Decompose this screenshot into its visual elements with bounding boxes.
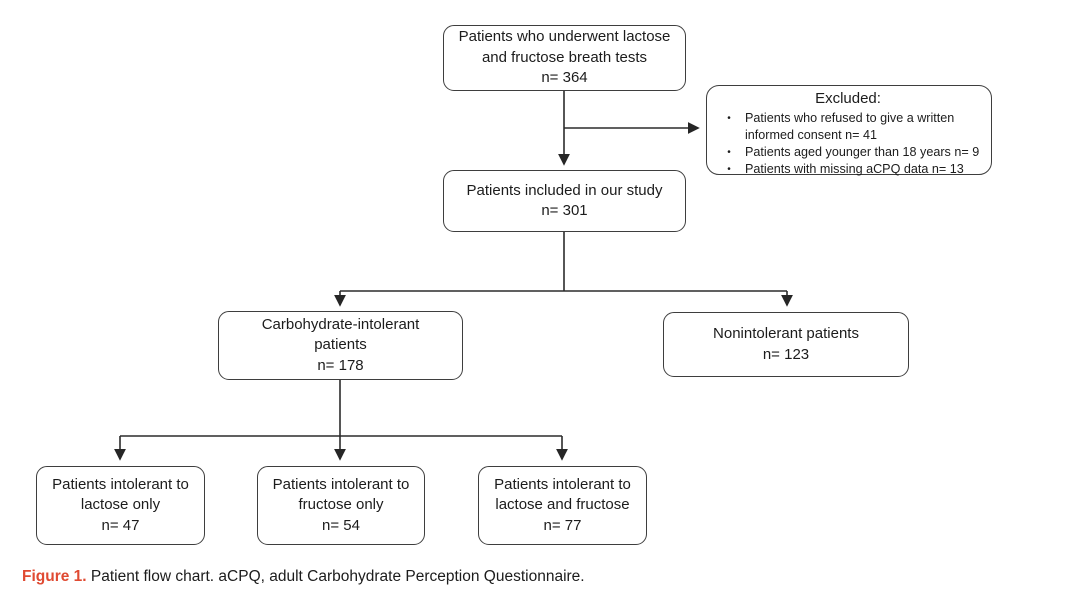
figure-caption-label: Figure 1. bbox=[22, 568, 87, 585]
excluded-item-text: Patients with missing aCPQ data n= 13 bbox=[745, 162, 964, 176]
excluded-title: Excluded: bbox=[815, 90, 881, 107]
bullet-icon: • bbox=[727, 147, 731, 158]
figure-caption-text: Patient flow chart. aCPQ, adult Carbohyd… bbox=[86, 568, 585, 585]
bullet-icon: • bbox=[727, 164, 731, 175]
node-nonintolerant: Nonintolerant patients n= 123 bbox=[663, 312, 909, 377]
node-lactose-and-fructose: Patients intolerant to lactose and fruct… bbox=[478, 466, 647, 545]
node-lactose-only: Patients intolerant to lactose only n= 4… bbox=[36, 466, 205, 545]
node-excluded: Excluded: • Patients who refused to give… bbox=[706, 85, 992, 178]
figure-caption: Figure 1. Patient flow chart. aCPQ, adul… bbox=[22, 567, 585, 586]
excluded-list: • Patients who refused to give a written… bbox=[713, 110, 983, 178]
excluded-item: • Patients aged younger than 18 years n=… bbox=[713, 144, 983, 161]
excluded-item: • Patients with missing aCPQ data n= 13 bbox=[713, 161, 983, 178]
excluded-item-text: Patients who refused to give a written i… bbox=[745, 111, 955, 142]
excluded-item-text: Patients aged younger than 18 years n= 9 bbox=[745, 145, 980, 159]
node-included: Patients included in our study n= 301 bbox=[443, 170, 686, 232]
node-breath-tests: Patients who underwent lactose and fruct… bbox=[443, 25, 686, 91]
node-carbohydrate-intolerant: Carbohydrate-intolerant patients n= 178 bbox=[218, 311, 463, 380]
bullet-icon: • bbox=[727, 113, 731, 124]
node-fructose-only: Patients intolerant to fructose only n= … bbox=[257, 466, 425, 545]
excluded-item: • Patients who refused to give a written… bbox=[713, 110, 983, 144]
